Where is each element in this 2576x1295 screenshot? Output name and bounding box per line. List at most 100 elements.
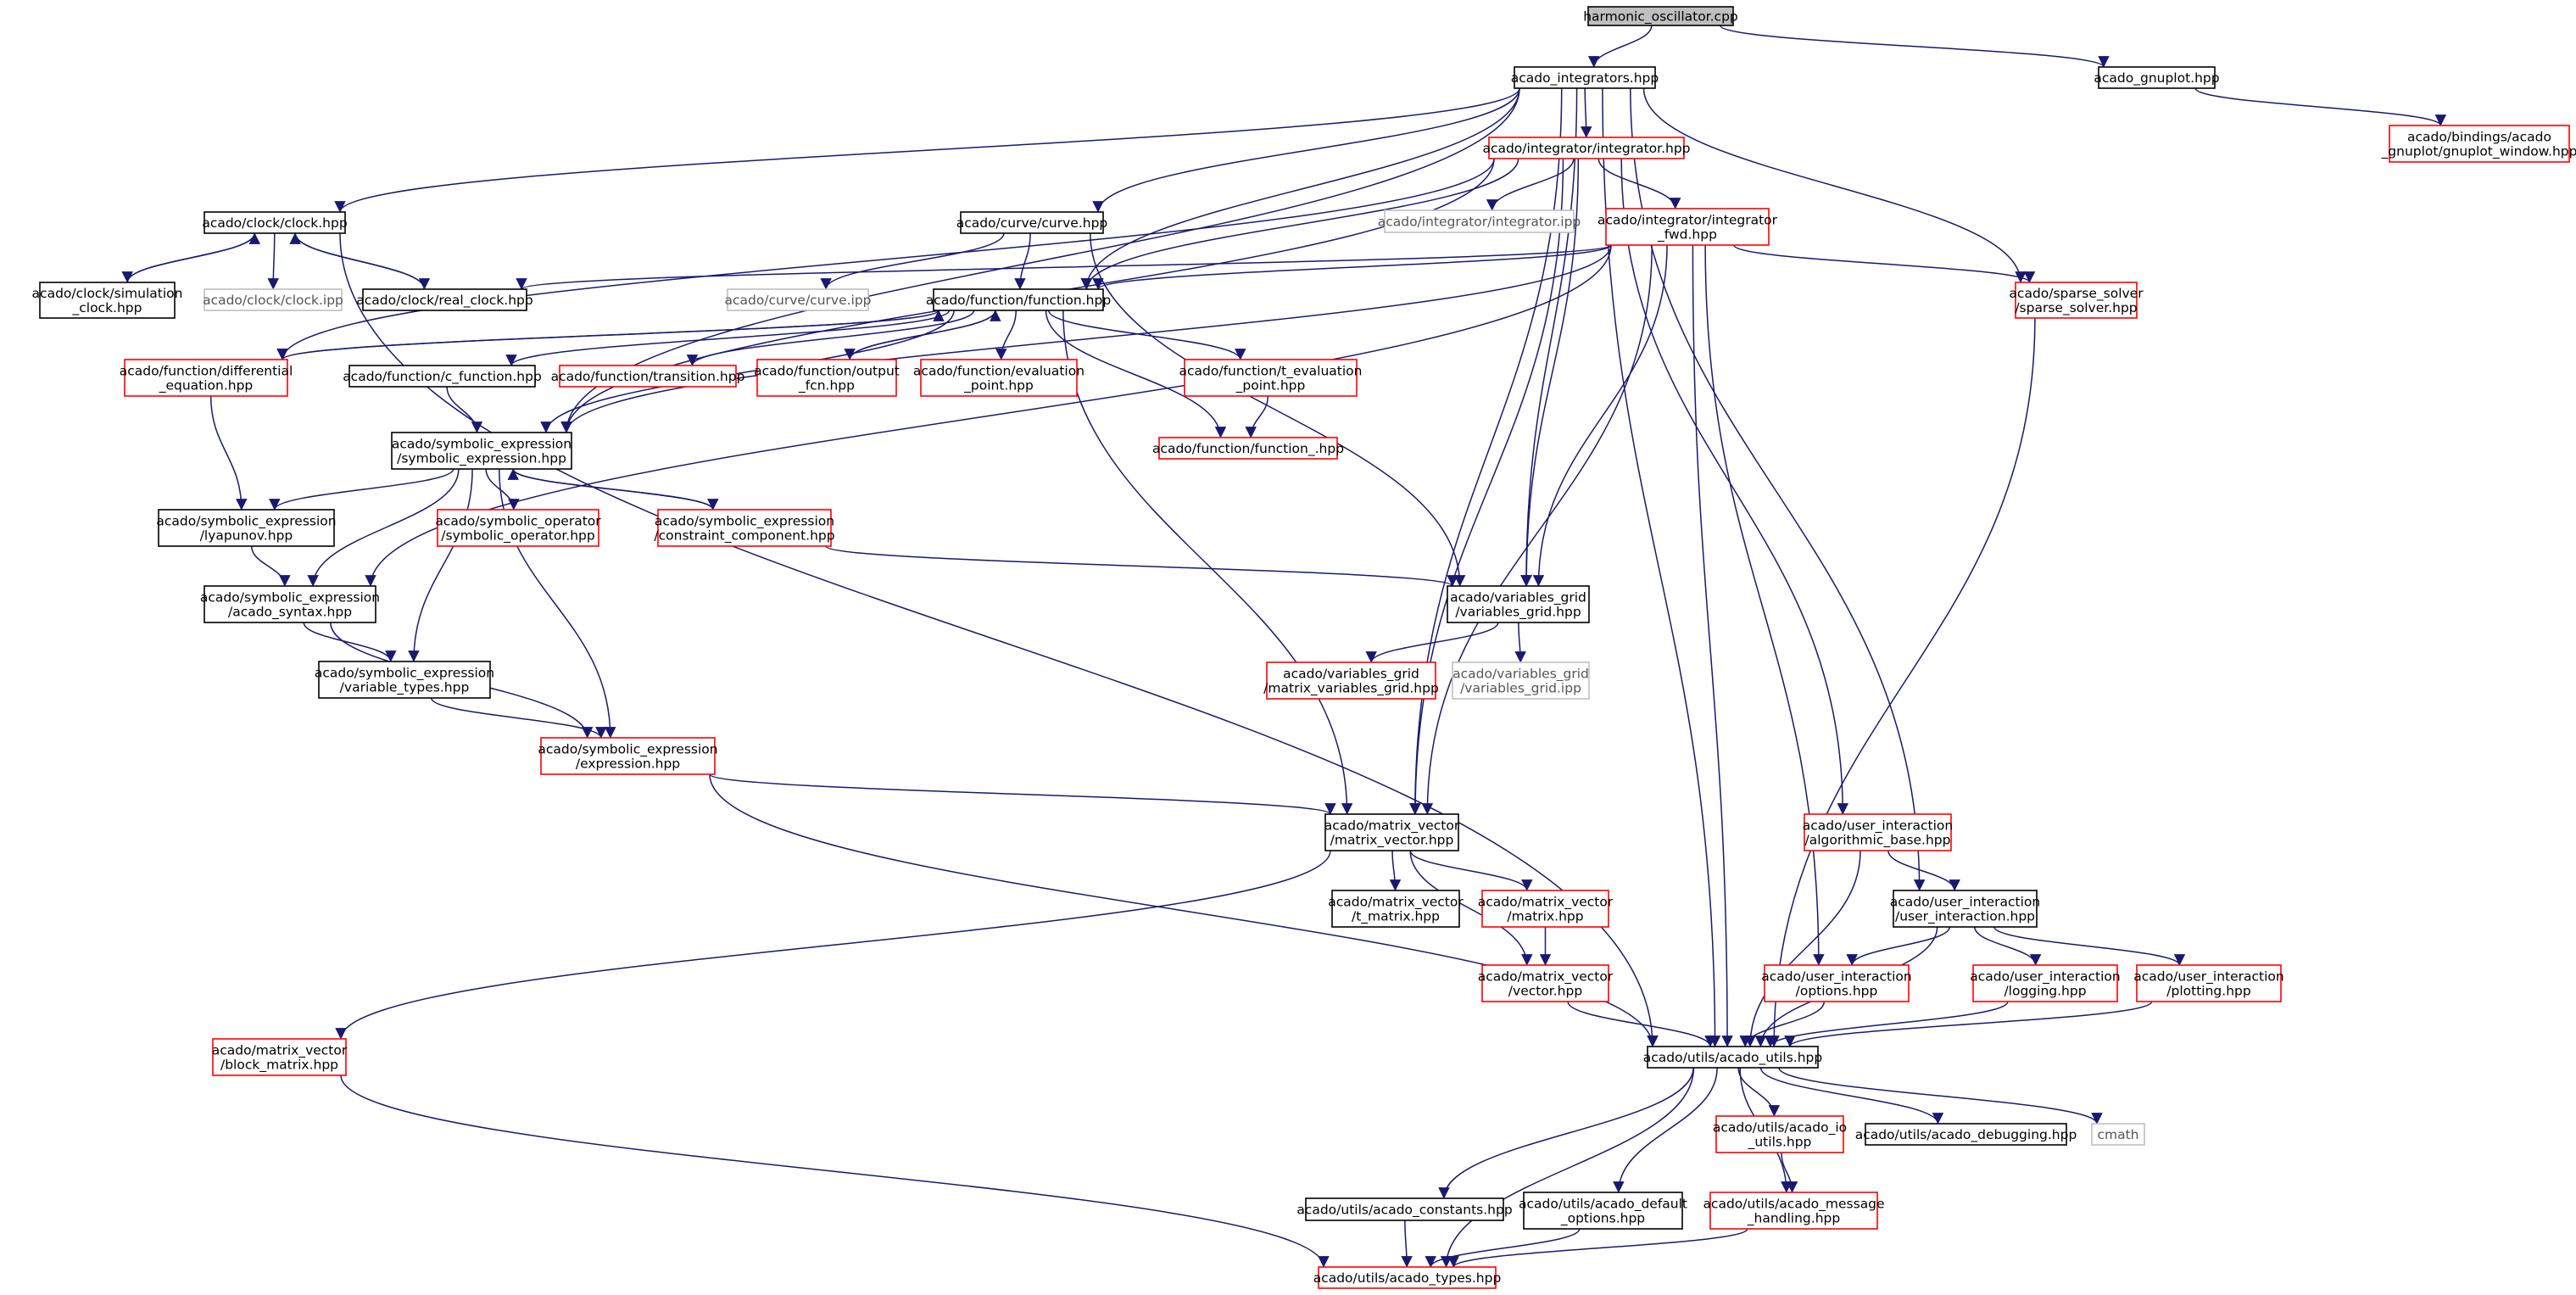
node-box <box>1384 209 1575 233</box>
edge-expression-to-matrix_vector <box>709 773 1336 815</box>
node-box <box>1305 1197 1504 1221</box>
edge-function-to-eval_point <box>995 310 1017 360</box>
node-integrator[interactable]: acado/integrator/integrator.hpp <box>1482 137 1691 159</box>
node-label-line: /block_matrix.hpp <box>220 1058 338 1074</box>
node-gnuplot[interactable]: acado_gnuplot.hpp <box>2094 66 2220 89</box>
node-eval-point[interactable]: acado/function/evaluation_point.hpp <box>913 359 1084 397</box>
node-sparse-solver[interactable]: acado/sparse_solver/sparse_solver.hpp <box>2009 282 2144 319</box>
node-integrator-fwd[interactable]: acado/integrator/integrator_fwd.hpp <box>1597 208 1778 246</box>
node-label-line: /logging.hpp <box>2004 984 2086 999</box>
node-clock-ipp[interactable]: acado/clock/clock.ipp <box>203 288 343 311</box>
node-message-handling[interactable]: acado/utils/acado_message_handling.hpp <box>1703 1192 1885 1230</box>
edge-integrators-to-curve <box>1092 87 1520 213</box>
node-constants[interactable]: acado/utils/acado_constants.hpp <box>1296 1197 1513 1221</box>
node-acado-syntax[interactable]: acado/symbolic_expression/acado_syntax.h… <box>200 585 380 623</box>
edge-t_eval_point-to-function_ <box>1245 395 1269 438</box>
edge-matrix_vector-to-matrix <box>1409 850 1533 891</box>
edge-acado_utils-to-debugging <box>1759 1067 1944 1125</box>
node-box <box>1865 1123 2067 1146</box>
node-label-line: /expression.hpp <box>576 756 680 772</box>
node-box <box>1266 661 1436 700</box>
node-transition[interactable]: acado/function/transition.hpp <box>551 365 745 388</box>
node-gnuplot-window[interactable]: acado/bindings/acado_gnuplot/gnuplot_win… <box>2381 125 2576 163</box>
node-label-line: acado/variables_grid <box>1283 667 1419 683</box>
node-debugging[interactable]: acado/utils/acado_debugging.hpp <box>1855 1123 2077 1146</box>
node-options[interactable]: acado/user_interaction/options.hpp <box>1761 964 1912 1002</box>
node-acado-utils[interactable]: acado/utils/acado_utils.hpp <box>1643 1046 1822 1069</box>
node-diff-eq[interactable]: acado/function/differential_equation.hpp <box>120 359 293 397</box>
node-root[interactable]: harmonic_oscillator.cpp <box>1583 6 1738 26</box>
node-label-line: _handling.hpp <box>1747 1211 1840 1227</box>
node-label-line: /vector.hpp <box>1508 984 1582 999</box>
node-label-line: acado/curve/curve.hpp <box>956 215 1108 231</box>
edge-integrator_fwd-to-acado_utils <box>1692 244 1733 1047</box>
edge-plotting-to-acado_utils <box>1784 1001 2153 1047</box>
node-acado-types[interactable]: acado/utils/acado_types.hpp <box>1313 1266 1502 1289</box>
node-user-interaction[interactable]: acado/user_interaction/user_interaction.… <box>1890 890 2040 928</box>
edge-integrator-to-algorithmic_base <box>1620 158 1849 815</box>
edge-constants-to-acado_types <box>1401 1220 1413 1268</box>
node-clock[interactable]: acado/clock/clock.hpp <box>202 211 348 234</box>
node-label-line: acado/matrix_vector <box>1328 895 1464 911</box>
node-matrix-vector[interactable]: acado/matrix_vector/matrix_vector.hpp <box>1324 813 1460 851</box>
node-real-clock[interactable]: acado/clock/real_clock.hpp <box>356 288 533 311</box>
node-sym-operator[interactable]: acado/symbolic_operator/symbolic_operato… <box>435 509 601 547</box>
node-t-matrix[interactable]: acado/matrix_vector/t_matrix.hpp <box>1328 890 1464 928</box>
node-block-matrix[interactable]: acado/matrix_vector/block_matrix.hpp <box>212 1038 348 1076</box>
node-variables-grid-ipp[interactable]: acado/variables_grid/variables_grid.ipp <box>1452 661 1590 700</box>
node-matrix-vars-grid[interactable]: acado/variables_grid/matrix_variables_gr… <box>1263 661 1439 700</box>
node-matrix[interactable]: acado/matrix_vector/matrix.hpp <box>1478 890 1614 928</box>
node-label-line: acado/utils/acado_message <box>1703 1197 1884 1213</box>
edge-sim_clock-to-clock <box>126 232 260 283</box>
edge-user_interaction-to-plotting <box>1993 926 2186 966</box>
node-integrators[interactable]: acado_integrators.hpp <box>1511 66 1659 89</box>
node-function[interactable]: acado/function/function.hpp <box>926 288 1111 311</box>
node-curve-ipp[interactable]: acado/curve/curve.ipp <box>724 288 872 311</box>
edge-acado_utils-to-acado_types <box>1440 1067 1695 1268</box>
edge-matrix_vector-to-block_matrix <box>335 850 1331 1040</box>
node-variables-grid[interactable]: acado/variables_grid/variables_grid.hpp <box>1447 585 1590 623</box>
node-function-[interactable]: acado/function/function_.hpp <box>1152 437 1344 460</box>
node-box <box>920 359 1078 397</box>
node-curve[interactable]: acado/curve/curve.hpp <box>956 211 1108 234</box>
node-sim-clock[interactable]: acado/clock/simulation_clock.hpp <box>32 282 183 319</box>
node-label-line: /algorithmic_base.hpp <box>1805 833 1951 849</box>
node-variable-types[interactable]: acado/symbolic_expression/variable_types… <box>315 661 494 699</box>
node-io-utils[interactable]: acado/utils/acado_io_utils.hpp <box>1713 1115 1847 1153</box>
node-c-function[interactable]: acado/function/c_function.hpp <box>343 365 542 388</box>
node-logging[interactable]: acado/user_interaction/logging.hpp <box>1970 964 2121 1002</box>
node-label-line: acado/symbolic_expression <box>315 666 494 682</box>
node-label-line: acado/user_interaction <box>2133 969 2283 985</box>
edge-clock-to-clock_ipp <box>267 232 279 290</box>
node-label-line: acado/symbolic_expression <box>538 742 717 758</box>
edge-integrator_fwd-to-matrix_vector <box>1421 244 1653 815</box>
edge-algorithmic_base-to-acado_utils <box>1744 850 1861 1047</box>
node-label-line: cmath <box>2097 1127 2138 1142</box>
node-t-eval-point[interactable]: acado/function/t_evaluation_point.hpp <box>1179 359 1363 397</box>
node-label-line: _point.hpp <box>963 378 1034 394</box>
node-lyapunov[interactable]: acado/symbolic_expression/lyapunov.hpp <box>156 509 337 547</box>
node-sym-expr[interactable]: acado/symbolic_expression/symbolic_expre… <box>391 432 572 470</box>
node-box <box>1709 1192 1878 1230</box>
node-output-fcn[interactable]: acado/function/output_fcn.hpp <box>754 359 900 397</box>
node-vector[interactable]: acado/matrix_vector/vector.hpp <box>1478 964 1614 1002</box>
node-integrator-ipp[interactable]: acado/integrator/integrator.ipp <box>1378 209 1581 233</box>
node-box <box>1158 437 1338 460</box>
node-box <box>39 282 176 319</box>
node-box <box>727 288 869 311</box>
edge-integrators-to-variables_grid <box>1520 87 1578 587</box>
node-label-line: acado/user_interaction <box>1803 818 1953 834</box>
node-label-line: _utils.hpp <box>1748 1135 1812 1151</box>
node-label-line: acado/integrator/integrator <box>1597 213 1778 228</box>
node-cmath[interactable]: cmath <box>2091 1123 2145 1146</box>
node-default-options[interactable]: acado/utils/acado_default_options.hpp <box>1519 1192 1687 1230</box>
node-label-line: acado/symbolic_expression <box>156 514 336 530</box>
node-box <box>1647 1046 1819 1069</box>
node-constraint-comp[interactable]: acado/symbolic_expression/constraint_com… <box>654 509 835 547</box>
node-label-line: acado/clock/clock.ipp <box>203 293 343 308</box>
node-box <box>2091 1123 2145 1146</box>
node-plotting[interactable]: acado/user_interaction/plotting.hpp <box>2133 964 2284 1002</box>
node-expression[interactable]: acado/symbolic_expression/expression.hpp <box>538 737 718 775</box>
node-algorithmic-base[interactable]: acado/user_interaction/algorithmic_base.… <box>1803 813 1953 851</box>
edge-integrators-to-acado_utils <box>1602 87 1721 1047</box>
